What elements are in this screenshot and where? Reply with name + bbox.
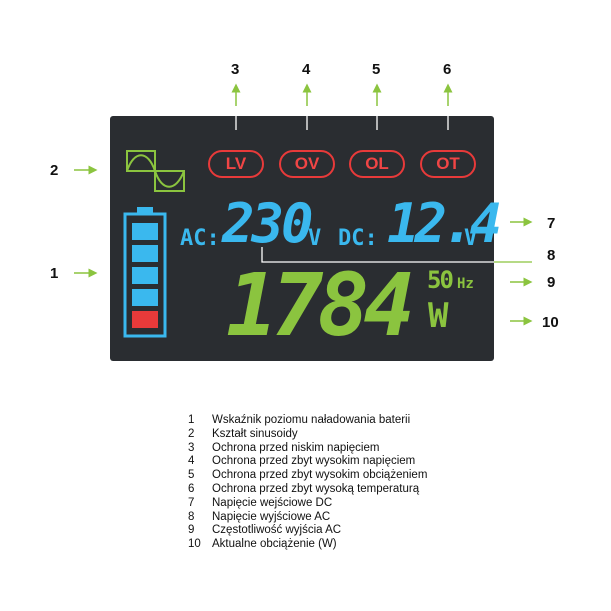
ot-indicator: OT xyxy=(420,150,476,178)
legend-text: Wskaźnik poziomu naładowania baterii xyxy=(212,414,411,426)
legend-item: 4 Ochrona przed zbyt wysokim napięciem xyxy=(188,455,427,469)
callout-8: 8 xyxy=(547,247,556,264)
battery-bar xyxy=(132,311,158,328)
legend-item: 5 Ochrona przed zbyt wysokim obciążeniem xyxy=(188,469,427,483)
legend-text: Napięcie wyjściowe AC xyxy=(212,510,331,523)
callout-9: 9 xyxy=(547,274,556,291)
legend-number: 3 xyxy=(188,441,195,454)
legend-item: 8 Napięcie wyjściowe AC xyxy=(188,511,427,525)
frequency-unit: Hz xyxy=(457,276,474,292)
legend-text: Ochrona przed zbyt wysoką temperaturą xyxy=(212,482,420,495)
legend-number: 10 xyxy=(188,538,201,551)
legend-number: 1 xyxy=(188,414,195,426)
legend-text: Częstotliwość wyjścia AC xyxy=(212,524,342,537)
battery-bar xyxy=(132,267,158,284)
callout-7: 7 xyxy=(547,215,556,232)
legend-text: Napięcie wejściowe DC xyxy=(212,496,333,509)
legend-number: 9 xyxy=(188,524,195,537)
ol-indicator: OL xyxy=(349,150,405,178)
legend-number: 8 xyxy=(188,510,195,523)
load-value: 1784 xyxy=(226,256,415,356)
battery-bar xyxy=(132,245,158,262)
legend-number: 5 xyxy=(188,469,195,482)
callout-5: 5 xyxy=(372,61,381,78)
dc-label: DC: xyxy=(338,226,378,251)
ov-indicator: OV xyxy=(279,150,335,178)
legend-text: Ochrona przed niskim napięciem xyxy=(212,441,380,454)
ac-voltage-value: 230 xyxy=(222,192,314,255)
callout-1: 1 xyxy=(50,265,59,282)
legend-number: 7 xyxy=(188,496,195,509)
frequency-value: 50 xyxy=(427,266,454,294)
ac-label: AC: xyxy=(180,226,220,251)
battery-icon xyxy=(123,207,167,338)
legend-text: Aktualne obciążenie (W) xyxy=(212,538,337,551)
dc-voltage-value: 12.4 xyxy=(387,192,502,255)
legend-item: 2 Kształt sinusoidy xyxy=(188,428,427,442)
legend-item: 10 Aktualne obciążenie (W) xyxy=(188,538,427,552)
callout-3: 3 xyxy=(231,61,240,78)
callout-2: 2 xyxy=(50,162,59,179)
legend-item: 3 Ochrona przed niskim napięciem xyxy=(188,442,427,456)
legend-item: 1 Wskaźnik poziomu naładowania baterii xyxy=(188,414,427,428)
load-unit: W xyxy=(428,296,449,336)
legend-item: 6 Ochrona przed zbyt wysoką temperaturą xyxy=(188,483,427,497)
legend-text: Kształt sinusoidy xyxy=(212,427,298,440)
callout-10: 10 xyxy=(542,314,559,331)
sine-wave-icon xyxy=(126,150,185,192)
battery-bar xyxy=(132,223,158,240)
lv-indicator: LV xyxy=(208,150,264,178)
legend-text: Ochrona przed zbyt wysokim napięciem xyxy=(212,455,416,468)
callout-4: 4 xyxy=(302,61,311,78)
dc-unit: V xyxy=(464,226,478,251)
battery-bar xyxy=(132,289,158,306)
legend-item: 7 Napięcie wejściowe DC xyxy=(188,497,427,511)
legend-item: 9 Częstotliwość wyjścia AC xyxy=(188,524,427,538)
legend-number: 6 xyxy=(188,482,195,495)
legend: 1 Wskaźnik poziomu naładowania baterii 2 Ks… xyxy=(188,414,427,552)
callout-6: 6 xyxy=(443,61,452,78)
legend-number: 2 xyxy=(188,427,195,440)
legend-text: Ochrona przed zbyt wysokim obciążeniem xyxy=(212,469,428,482)
legend-number: 4 xyxy=(188,455,195,468)
ac-unit: V xyxy=(308,226,322,251)
